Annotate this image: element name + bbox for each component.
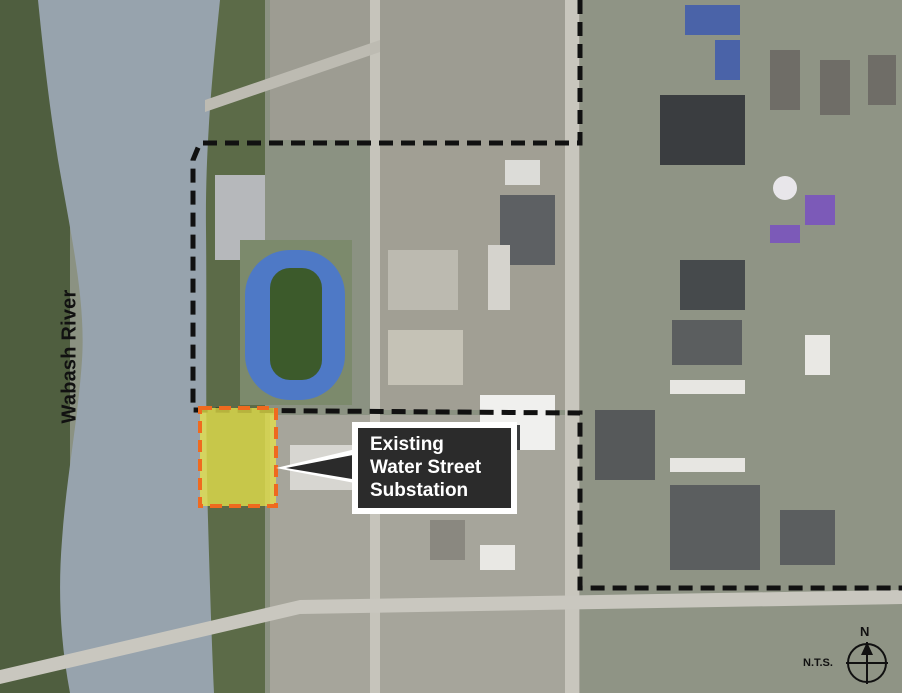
scale-label: N.T.S. bbox=[803, 657, 833, 669]
west-road bbox=[370, 0, 380, 693]
central-building bbox=[388, 250, 458, 310]
callout-pointer-inner bbox=[286, 454, 358, 480]
campus-building bbox=[660, 95, 745, 165]
wabash-river bbox=[38, 0, 220, 693]
football-field bbox=[270, 268, 322, 380]
callout-line: Existing bbox=[370, 434, 444, 455]
campus-building-blue-roof bbox=[685, 5, 740, 35]
north-arrow-icon bbox=[846, 642, 888, 684]
central-building bbox=[505, 160, 540, 185]
parking-lot bbox=[595, 410, 655, 480]
callout-line: Substation bbox=[370, 480, 469, 501]
east-west-road bbox=[0, 590, 902, 684]
south-building bbox=[480, 545, 515, 570]
north-label: N bbox=[860, 624, 870, 639]
campus-dome bbox=[773, 176, 797, 200]
campus-building-purple-roof bbox=[770, 225, 800, 243]
central-building bbox=[388, 330, 463, 385]
project-boundary bbox=[190, 0, 902, 591]
campus-building bbox=[805, 335, 830, 375]
campus-building-blue-roof bbox=[715, 40, 740, 80]
substation-area bbox=[200, 408, 276, 506]
campus-building bbox=[680, 260, 745, 310]
parking-lot bbox=[780, 510, 835, 565]
campus-building bbox=[670, 380, 745, 394]
campus-building bbox=[820, 60, 850, 115]
campus-building bbox=[868, 55, 896, 105]
parking-lot bbox=[670, 485, 760, 570]
campus-building bbox=[770, 50, 800, 110]
north-south-road bbox=[565, 0, 579, 693]
campus-building bbox=[670, 458, 745, 472]
substation-callout: Existing Water Street Substation bbox=[352, 422, 517, 514]
substation-boundary bbox=[198, 406, 278, 508]
parking-lot bbox=[672, 320, 742, 365]
campus-building-purple-roof bbox=[805, 195, 835, 225]
northwest-road bbox=[205, 40, 380, 112]
central-building bbox=[488, 245, 510, 310]
river-label: Wabash River bbox=[58, 289, 81, 424]
south-building bbox=[430, 520, 465, 560]
callout-line: Water Street bbox=[370, 457, 482, 478]
